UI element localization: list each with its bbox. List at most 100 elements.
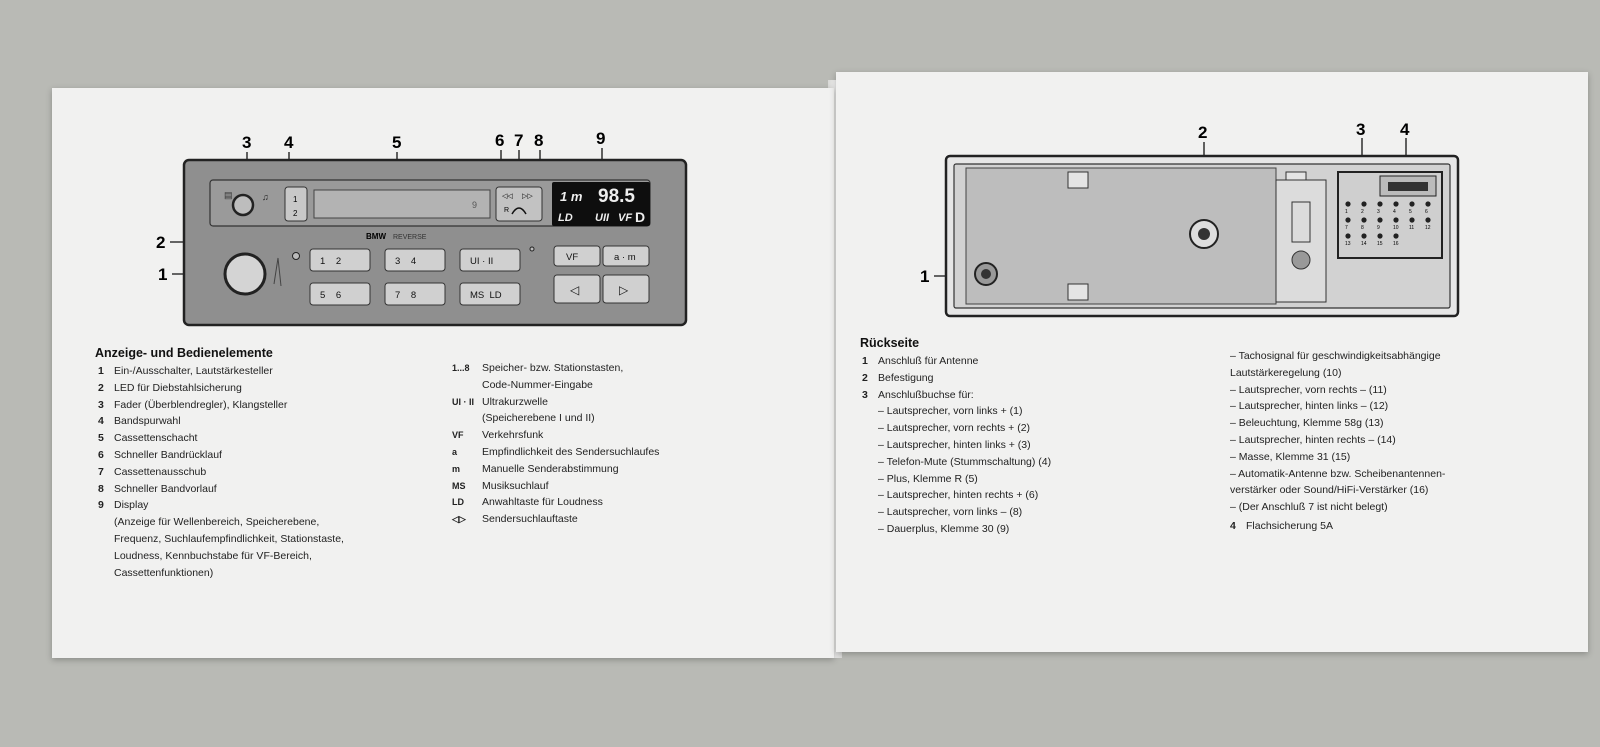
left-page: 3 4 5 6 7 8 9 2 1 ♫ ▤ 1 2: [52, 88, 834, 658]
left-item-text: LED für Diebstahlsicherung: [114, 381, 242, 394]
left-item-key: 9: [98, 499, 104, 512]
band-1-label: 1: [293, 195, 298, 204]
callout-2: 2: [156, 233, 165, 252]
brand-label: BMW: [366, 232, 386, 241]
pin-label: 13: [1345, 241, 1351, 247]
pin-label: 3: [1377, 209, 1380, 215]
legend-item-text: Ultrakurzwelle (Speicherebene I und II): [482, 395, 595, 425]
button-7-8-label: 7 8: [395, 290, 416, 301]
pin-label: 11: [1409, 225, 1414, 231]
connector-pin: [1377, 217, 1383, 223]
right-item-key: 1: [862, 355, 868, 367]
callout-8: 8: [534, 131, 543, 150]
rear-callout-2: 2: [1198, 123, 1207, 142]
pin-label: 1: [1345, 209, 1348, 215]
display-d: D: [635, 209, 645, 225]
left-item-text: Cassettenschacht: [114, 432, 198, 445]
legend-item-text: Verkehrsfunk: [482, 429, 544, 442]
connector-pin: [1393, 201, 1399, 207]
button-1-2-label: 1 2: [320, 256, 341, 267]
left-item-key: 8: [98, 482, 104, 495]
svg-text:9: 9: [472, 200, 477, 210]
right-item-text: Anschlußbuchse für: – Lautsprecher, vorn…: [878, 388, 1052, 535]
left-item-key: 4: [98, 415, 104, 428]
callout-4: 4: [284, 133, 294, 152]
connector-pin: [1393, 217, 1399, 223]
item4-number: 4: [1230, 519, 1236, 532]
svg-text:♫: ♫: [262, 192, 269, 202]
display-preset: 1 m: [560, 189, 583, 204]
pin-label: 16: [1393, 241, 1399, 247]
button-seek-left-label: ◁: [570, 283, 580, 297]
band-2-label: 2: [293, 209, 298, 218]
connector-pin: [1361, 233, 1367, 239]
right-continuation-list: – Tachosignal für geschwindigkeitsabhäng…: [1230, 348, 1530, 535]
connector-pin: [1377, 233, 1383, 239]
pin-label: 6: [1425, 209, 1428, 215]
pin-label: 14: [1361, 241, 1367, 247]
legend-item-key: MS: [452, 480, 466, 491]
button-am-label: a · m: [614, 252, 636, 263]
pin-label: 5: [1409, 209, 1412, 215]
pin-label: 2: [1361, 209, 1364, 215]
continuation-text: – Tachosignal für geschwindigkeitsabhäng…: [1230, 350, 1446, 514]
fastforward-label: ▷▷: [522, 193, 533, 200]
svg-text:▤: ▤: [224, 190, 233, 200]
pin-label: 7: [1345, 225, 1348, 231]
display-vf: VF: [618, 212, 632, 224]
legend-item-row: MS Musiksuchlauf: [452, 478, 712, 495]
model-label: REVERSE: [393, 234, 427, 241]
button-5-6-label: 5 6: [320, 290, 341, 301]
callout-5: 5: [392, 133, 401, 152]
callout-3: 3: [242, 133, 251, 152]
left-item-key: 1: [98, 365, 104, 377]
connector-pin: [1425, 201, 1431, 207]
right-item-text: Anschluß für Antenne: [878, 355, 979, 367]
left-item-row: 2 LED für Diebstahlsicherung: [98, 380, 418, 397]
pin-label: 9: [1377, 225, 1380, 231]
button-seek-right-label: ▷: [619, 283, 629, 297]
legend-item-text: Musiksuchlauf: [482, 479, 549, 492]
left-item-key: 5: [98, 432, 104, 445]
left-heading: Anzeige- und Bedienelemente: [95, 346, 273, 360]
connector-pin: [1345, 217, 1351, 223]
connector-pin: [1409, 201, 1415, 207]
connector-pin: [1377, 201, 1383, 207]
button-ukw-label: UI · II: [470, 256, 493, 267]
callout-9: 9: [596, 129, 605, 148]
legend-item-text: Empfindlichkeit des Sendersuchlaufes: [482, 445, 660, 458]
connector-pin: [1393, 233, 1399, 239]
callout-6: 6: [495, 131, 504, 150]
connector-pin: [1409, 217, 1415, 223]
button-3-4-label: 3 4: [395, 256, 416, 267]
display-frequency: 98.5: [598, 186, 635, 207]
display-ld: LD: [558, 212, 573, 224]
left-item-text: Display (Anzeige für Wellenbereich, Spei…: [114, 499, 344, 579]
left-item-text: Fader (Überblendregler), Klangsteller: [114, 398, 288, 411]
legend-item-text: Speicher- bzw. Stationstasten, Code-Numm…: [482, 362, 624, 391]
rear-callout-3: 3: [1356, 120, 1365, 139]
radio-front-diagram: 3 4 5 6 7 8 9 2 1 ♫ ▤ 1 2: [156, 129, 688, 327]
legend-item-text: Anwahltaste für Loudness: [482, 496, 603, 509]
right-item-key: 2: [862, 371, 868, 384]
legend-item-text: Sendersuchlauftaste: [482, 513, 578, 526]
display-ukw: UII: [595, 212, 610, 224]
left-item-key: 2: [98, 381, 104, 394]
left-item-row: 3 Fader (Überblendregler), Klangsteller: [98, 397, 418, 414]
left-item-text: Schneller Bandrücklauf: [114, 448, 222, 461]
legend-item-key: m: [452, 463, 461, 474]
pin-label: 12: [1425, 225, 1431, 231]
left-item-key: 3: [98, 398, 104, 411]
legend-item-key: ◁▷: [452, 514, 466, 525]
